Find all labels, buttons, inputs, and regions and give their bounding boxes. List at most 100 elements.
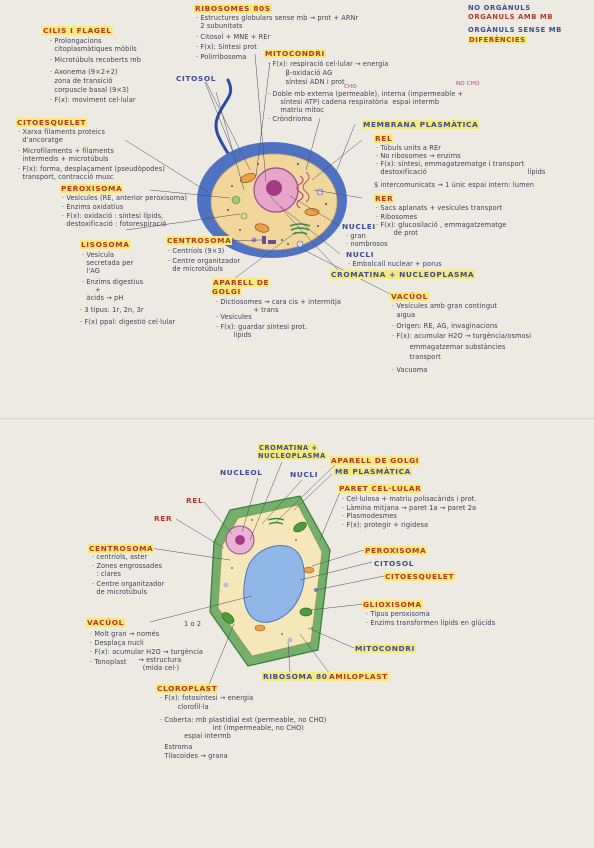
note-line: · Polirribosoma	[196, 53, 247, 61]
heading-citosol: CITOSOL	[176, 74, 217, 83]
heading-rel: REL	[374, 134, 394, 143]
heading-vacuol: VACÚOL	[390, 292, 429, 301]
note-line: · Vesícules (RE, anterior peroxisoma)	[62, 194, 188, 202]
note-line: · Centre organitzador	[168, 257, 241, 265]
note-line: · F(x): glucosilació , emmagatzematge	[376, 221, 507, 229]
animal-cell-diagram	[124, 53, 391, 295]
heading-golgi: APARELL DE GOLGI	[212, 278, 270, 296]
note-line: · Vesícula	[82, 251, 115, 259]
heading-paret: PARET CEL·LULAR	[338, 484, 423, 493]
note-line: · Xarxa filaments proteics	[18, 128, 106, 136]
flagellum-icon	[214, 78, 234, 162]
note-line: d'ancoratge	[18, 136, 63, 144]
nucli-note: · Embolcall nuclear + porus	[348, 260, 442, 268]
plant-cell-diagram	[149, 461, 385, 688]
note-line: transport, contracció musc	[18, 173, 114, 181]
heading-b-vacuol: VACÚOL	[86, 618, 125, 627]
note-line: · Vesícules amb gran contingut	[392, 302, 498, 310]
note-line: · Zones engrossades	[92, 562, 163, 570]
note-line: · F(x): forma, desplaçament (pseudòpodes…	[18, 165, 165, 173]
heading-glioxisoma: GLIOXISOMA	[362, 600, 423, 609]
note-line: · F(x): síntesi, emmagatzematge i transp…	[376, 160, 525, 168]
note-line: · F(x): protegir + rigidesa	[342, 521, 429, 529]
note-line: · No ribosomes → enzims	[376, 152, 461, 160]
note-line: · F(x): fotosíntesi → energia	[160, 694, 254, 702]
heading-b-rer: RER	[154, 514, 173, 523]
note-line: · Microfilaments + filaments	[18, 147, 114, 155]
note-line: · nombrosos	[346, 240, 388, 248]
note-line: transport	[392, 353, 441, 361]
plant-vacuole	[243, 545, 305, 623]
heading-b-peroxisoma: PEROXISOMA	[364, 546, 428, 555]
note-line: espai intermb	[160, 732, 231, 740]
heading-b-ribosoma: RIBOSOMA 80S	[262, 672, 335, 681]
heading-nuclei: NUCLEI	[342, 222, 376, 231]
note-line: · Coberta: mb plastidial ext (permeable,…	[160, 716, 327, 724]
legend-line: ORGÀNULS SENSE MB	[468, 26, 562, 34]
heading-b-nucli: NUCLI	[290, 470, 319, 479]
note-line: zona de transició	[50, 77, 113, 85]
note-line: · F(x): acumular H2O → turgència	[90, 648, 204, 656]
note-line: · F(x) ppal: digestió cel·lular	[80, 318, 176, 326]
note-line: emmagatzemar substàncies	[392, 343, 506, 351]
heading-ribosomes: RIBOSOMES 80S	[194, 4, 272, 13]
note-line: · Molt gran → només	[90, 630, 160, 638]
note-line: · Túbuls units a REr	[376, 144, 442, 152]
note-line: matriu mitoc	[276, 106, 324, 114]
note-line: l'AG	[82, 267, 100, 275]
note-line: · Tonoplast	[90, 658, 127, 666]
note-line: clorofil·la	[160, 703, 209, 711]
note-line: secretada per	[82, 259, 134, 267]
note-line: destoxificació : fotorespiració	[62, 220, 167, 228]
note-line: · Vacuoma	[392, 366, 428, 374]
note-line: · Desplaça nucli	[90, 639, 144, 647]
heading-rer: RER	[374, 194, 395, 203]
heading-peroxisoma: PEROXISOMA	[60, 184, 124, 193]
note-line: · Ribosomes	[376, 213, 418, 221]
note-line: · Enzims transformen lípids en glúcids	[366, 619, 496, 627]
note-line: lípids	[510, 168, 546, 176]
note-line: de prot	[376, 229, 418, 237]
note-line: · centríols, aster	[92, 553, 148, 561]
note-line: síntesi ADN i prot	[268, 78, 345, 86]
legend-line: ORGANULS AMB MB	[468, 13, 554, 21]
note-line: (mida cel·)	[90, 664, 180, 672]
heading-b-centrosoma: CENTROSOMA	[88, 544, 155, 553]
note-line: de microtúbuls	[168, 265, 224, 273]
heading-nucli: NUCLI	[346, 250, 375, 259]
heading-b-membrana: MB PLASMÀTICA	[334, 467, 412, 476]
note-line: · Centre organitzador	[92, 580, 165, 588]
note-line: · Doble mb externa (permeable), interna …	[268, 90, 464, 98]
note-line: 2 subunitats	[196, 22, 243, 30]
heading-b-citosol: CITOSOL	[374, 559, 415, 568]
note-line: citoplasmàtiques mòbils	[50, 45, 137, 53]
b-vacuol-annot: 1 o 2	[184, 620, 202, 628]
note-line: · F(x): respiració cel·lular → energia	[268, 60, 389, 68]
heading-lisosoma: LISOSOMA	[80, 240, 131, 249]
note-line: síntesi ATP) cadena respiratòria espai i…	[276, 98, 440, 106]
note-line: · Enzims oxidatius	[62, 203, 124, 211]
note-line: · 3 tipus: 1r, 2n, 3r	[80, 306, 144, 314]
note-line: · Citosol + MNE + REr	[196, 33, 271, 41]
note-line: · Dictiosomes → cara cis + intermitja	[216, 298, 342, 306]
note-line: lípids	[216, 331, 252, 339]
heading-cilis-flagel: CILIS I FLAGEL	[42, 26, 113, 35]
note-line: · Vesícules	[216, 313, 252, 321]
note-line: · Origen: RE, AG, invaginacions	[392, 322, 498, 330]
heading-centrosoma: CENTROSOMA	[166, 236, 233, 245]
note-line: · F(x): oxidació : síntesi lípids,	[62, 212, 164, 220]
note-line: · Làmina mitjana → paret 1a → paret 2a	[342, 504, 477, 512]
heading-b-citoesquelet: CITOESQUELET	[384, 572, 456, 581]
note-line: · F(x): guardar síntesi prot.	[216, 323, 308, 331]
heading-cloroplast: CLOROPLAST	[156, 684, 219, 693]
note-line: +	[82, 286, 101, 294]
legend-line: DIFERÈNCIES	[468, 36, 527, 44]
heading-citoesquelet: CITOESQUELET	[16, 118, 88, 127]
note-line: · Centríols (9×3)	[168, 247, 225, 255]
note-line: · gran	[346, 232, 366, 240]
note-line: int (impermeable, no CHO)	[160, 724, 304, 732]
note-line: · Cròndrioma	[268, 115, 313, 123]
heading-mitocondri: MITOCONDRI	[264, 49, 326, 58]
